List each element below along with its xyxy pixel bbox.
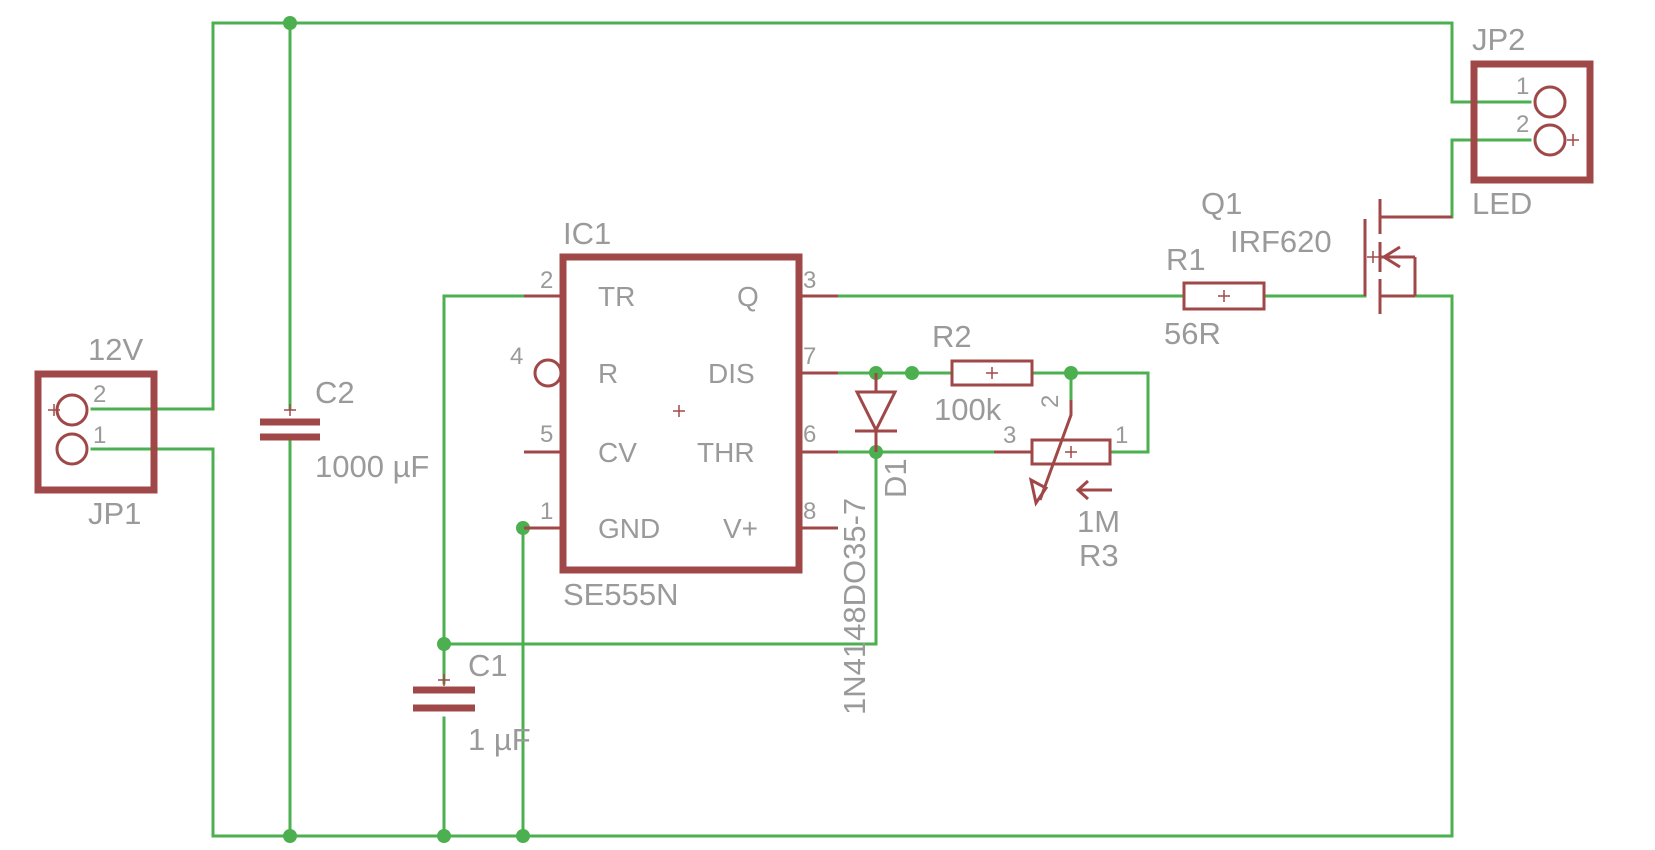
- wire-top-rail: [211, 21, 1532, 388]
- r3-wiper-arrow: [1028, 477, 1049, 507]
- r1-name: R1: [1166, 242, 1206, 277]
- d1-triangle: [854, 390, 898, 434]
- jp1-value: 12V: [88, 332, 143, 367]
- ic1-pin-number: 4: [510, 343, 523, 370]
- ic1-pin-label: V+: [723, 513, 758, 544]
- r3-wiper: [1038, 400, 1073, 501]
- wire-gnd: [521, 526, 526, 838]
- jp2-connector: 1 2 JP2 LED: [1470, 22, 1594, 221]
- c2-value: 1000 µF: [315, 449, 429, 484]
- jp1-pin2-number: 2: [93, 381, 106, 408]
- c1-capacitor: C1 1 µF: [413, 648, 531, 757]
- junction-dot: [516, 521, 530, 535]
- r2-name: R2: [932, 319, 972, 354]
- c1-name: C1: [468, 648, 508, 683]
- r1-body: [1182, 281, 1266, 311]
- r3-pin-number: 3: [1003, 422, 1016, 449]
- jp1-pin2-pad: [55, 393, 89, 427]
- ic1-value: SE555N: [563, 577, 678, 612]
- ic1-pin-label: R: [598, 358, 618, 389]
- junction-dot: [905, 366, 919, 380]
- jp1-pin1-number: 1: [93, 422, 106, 449]
- d1-name: D1: [878, 458, 913, 498]
- ic1-pin-number: 5: [540, 421, 553, 448]
- junctions: [283, 16, 1078, 843]
- jp2-pin2-number: 2: [1516, 111, 1529, 138]
- r3-direction-arrow: [1075, 479, 1090, 501]
- jp2-name: JP2: [1472, 22, 1525, 57]
- r1-value: 56R: [1164, 316, 1221, 351]
- ic1-body: [559, 253, 803, 574]
- jp1-body: [34, 370, 158, 494]
- jp1-connector: 2 1 12V JP1: [34, 332, 158, 531]
- wire-tr-net: [442, 294, 526, 685]
- jp2-body: [1470, 60, 1594, 184]
- junction-dot: [437, 637, 451, 651]
- ic1-pin-number: 1: [540, 498, 553, 525]
- ic1-pin-number: 2: [540, 267, 553, 294]
- q1-arrow: [1381, 245, 1401, 269]
- q1-mosfet: Q1 IRF620: [1201, 186, 1452, 314]
- junction-dot: [437, 829, 451, 843]
- r3-value: 1M: [1077, 504, 1120, 539]
- junction-dot: [283, 829, 297, 843]
- q1-name: Q1: [1201, 186, 1242, 221]
- r1-resistor: R1 56R: [1164, 242, 1266, 351]
- wire-jp1-pin2: [90, 384, 215, 411]
- ic1-pin-label: Q: [737, 281, 759, 312]
- ic1-timer: IC1 SE555N 2 TR 4 R 5 CV 1 GND 3 Q 7 DIS…: [510, 216, 838, 612]
- r3-pin-number: 2: [1037, 395, 1064, 408]
- ic1-name: IC1: [563, 216, 611, 251]
- jp1-pin1-pad: [55, 432, 89, 466]
- ic1-pin-number: 8: [803, 498, 816, 525]
- ic1-reset-bubble: [533, 358, 563, 388]
- jp2-pin2-pad: [1533, 123, 1567, 157]
- ic1-pin-number: 6: [803, 421, 816, 448]
- r3-name: R3: [1079, 538, 1119, 573]
- c2-name: C2: [315, 375, 355, 410]
- ic1-pin-label: THR: [697, 437, 755, 468]
- ic1-pin-label: CV: [598, 437, 637, 468]
- junction-dot: [1064, 366, 1078, 380]
- jp1-name: JP1: [88, 496, 141, 531]
- ic1-pin-label: DIS: [708, 358, 755, 389]
- r3-potentiometer: 3 2 1 1M R3: [994, 395, 1128, 573]
- jp2-pin1-number: 1: [1516, 73, 1529, 100]
- ic1-pin-number: 7: [803, 343, 816, 370]
- wire-r2-r3: [1030, 371, 1150, 454]
- r3-pin-number: 1: [1115, 422, 1128, 449]
- c2-capacitor: C2 1000 µF: [260, 375, 429, 484]
- d1-diode: D1 1N4148DO35-7: [837, 373, 913, 715]
- wire-c1-to-d1: [442, 450, 878, 646]
- c1-value: 1 µF: [468, 722, 531, 757]
- q1-value: IRF620: [1230, 224, 1332, 259]
- ic1-pin-number: 3: [803, 267, 816, 294]
- ic1-pin-label: GND: [598, 513, 660, 544]
- jp2-value: LED: [1472, 186, 1532, 221]
- junction-dot: [283, 16, 297, 30]
- r2-resistor: R2 100k: [932, 319, 1034, 427]
- wire-jp1-pin1: [90, 294, 1454, 838]
- junction-dot: [516, 829, 530, 843]
- r2-value: 100k: [934, 392, 1002, 427]
- jp2-pin1-pad: [1533, 85, 1567, 119]
- r2-body: [950, 359, 1034, 387]
- d1-value: 1N4148DO35-7: [837, 498, 872, 715]
- ic1-pin-label: TR: [598, 281, 635, 312]
